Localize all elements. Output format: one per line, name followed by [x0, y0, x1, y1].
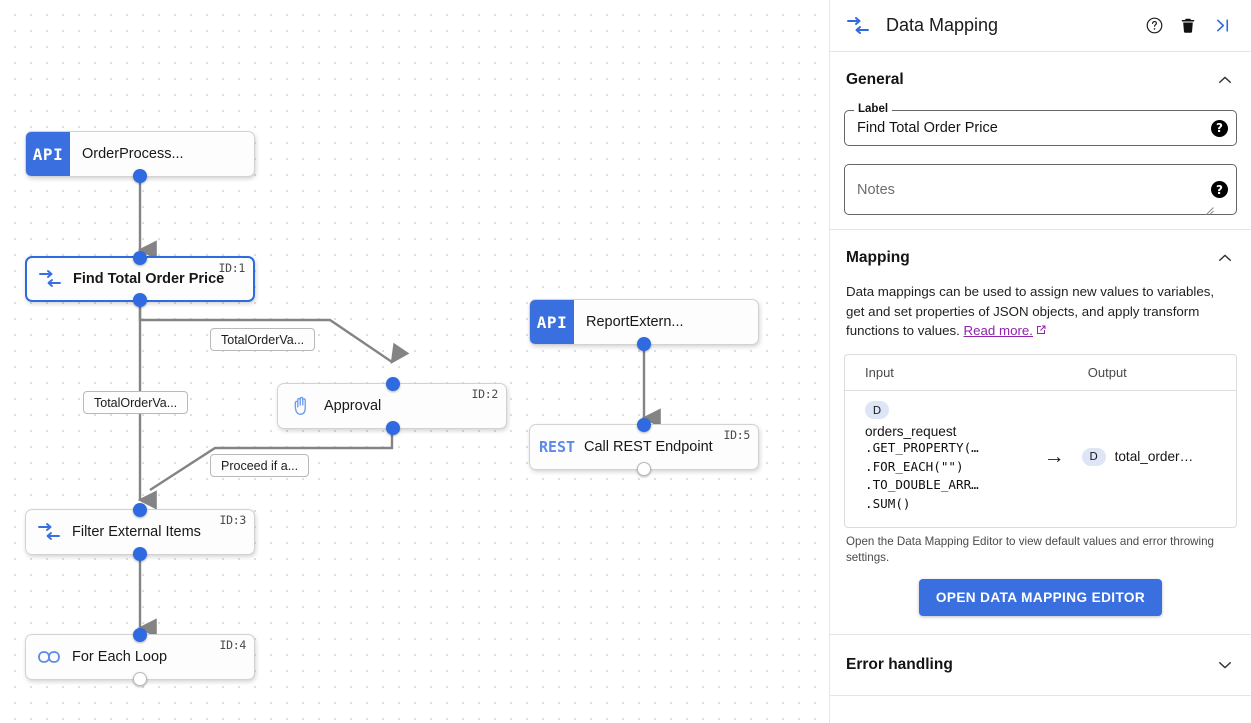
chevron-up-icon[interactable] — [1215, 70, 1235, 90]
node-title: Call REST Endpoint — [584, 439, 713, 455]
node-for-each-loop[interactable]: For Each Loop ID:4 — [25, 628, 255, 686]
node-id-label: ID:1 — [218, 261, 246, 275]
column-header-input: Input — [865, 364, 894, 380]
node-port-top[interactable] — [133, 251, 147, 265]
input-function: .GET_PROPERTY(… — [865, 440, 979, 456]
read-more-link[interactable]: Read more. — [963, 323, 1034, 339]
node-title: Approval — [324, 398, 382, 414]
node-find-total-order-price[interactable]: Find Total Order Price ID:1 — [25, 251, 255, 307]
node-title: OrderProcess... — [82, 146, 184, 162]
input-function: .FOR_EACH("") — [865, 458, 964, 474]
node-order-process[interactable]: API OrderProcess... — [25, 131, 255, 183]
node-port-top[interactable] — [386, 377, 400, 391]
node-port-bottom[interactable] — [637, 337, 651, 351]
data-mapping-icon — [26, 523, 72, 541]
node-title: For Each Loop — [72, 649, 168, 665]
node-port-top[interactable] — [637, 418, 651, 432]
node-id-label: ID:3 — [219, 513, 247, 527]
variable-type-badge: D — [1081, 447, 1106, 466]
label-field-value: Find Total Order Price — [857, 120, 998, 136]
input-function: .TO_DOUBLE_ARR… — [865, 477, 979, 493]
external-link-icon[interactable] — [1035, 322, 1047, 342]
mapping-description-text: Data mappings can be used to assign new … — [846, 284, 1215, 339]
node-report-external[interactable]: API ReportExtern... — [529, 299, 759, 351]
section-error-handling: Error handling — [830, 635, 1251, 697]
open-data-mapping-editor-button[interactable]: OPEN DATA MAPPING EDITOR — [918, 579, 1163, 617]
node-title: ReportExtern... — [586, 314, 684, 330]
panel-body: General Label Find Total Order Price ? N… — [830, 52, 1251, 723]
section-general: General Label Find Total Order Price ? N… — [830, 52, 1251, 230]
mapping-hint: Open the Data Mapping Editor to view def… — [846, 535, 1214, 564]
api-badge-icon: API — [26, 132, 70, 176]
section-title: Mapping — [846, 249, 910, 266]
node-port-bottom[interactable] — [133, 169, 147, 183]
chevron-down-icon[interactable] — [1215, 655, 1235, 675]
label-field-legend: Label — [854, 103, 893, 115]
label-field[interactable]: Label Find Total Order Price ? — [844, 103, 1237, 146]
panel-header: Data Mapping — [830, 0, 1251, 52]
mapping-table-header: Input Output — [845, 355, 1236, 391]
edge-label[interactable]: Proceed if a... — [210, 454, 310, 477]
help-icon[interactable]: ? — [1211, 181, 1228, 198]
mapping-description: Data mappings can be used to assign new … — [844, 280, 1237, 354]
node-id-label: ID:4 — [219, 638, 247, 652]
column-header-output: Output — [1087, 364, 1127, 380]
chevron-up-icon[interactable] — [1215, 248, 1235, 268]
variable-type-badge: D — [865, 401, 889, 420]
api-badge-icon: API — [530, 300, 574, 344]
help-icon[interactable]: ? — [1211, 119, 1228, 137]
data-mapping-icon — [846, 16, 872, 35]
node-id-label: ID:2 — [471, 387, 499, 401]
section-title: Error handling — [846, 656, 953, 674]
edge-label[interactable]: TotalOrderVa... — [83, 391, 189, 414]
trash-icon[interactable] — [1173, 11, 1203, 41]
node-id-label: ID:5 — [723, 428, 751, 442]
mapping-output-cell: D total_order… — [1080, 401, 1236, 514]
mapping-table: Input Output D orders_request .GET_PROPE… — [844, 353, 1237, 529]
notes-placeholder: Notes — [857, 181, 895, 198]
table-row[interactable]: D orders_request .GET_PROPERTY(… .FOR_EA… — [845, 391, 1236, 528]
section-error-handling-header[interactable]: Error handling — [844, 635, 1237, 695]
node-approval[interactable]: Approval ID:2 — [277, 377, 507, 435]
node-port-top[interactable] — [133, 503, 147, 517]
node-title: Find Total Order Price — [73, 271, 225, 287]
node-title: Filter External Items — [72, 524, 201, 540]
edge-layer — [137, 176, 661, 638]
section-mapping: Mapping Data mappings can be used to ass… — [830, 230, 1251, 636]
node-port-bottom[interactable] — [386, 421, 400, 435]
workflow-canvas[interactable]: API OrderProcess... Find Total Order Pri… — [0, 0, 830, 723]
section-mapping-header[interactable]: Mapping — [844, 230, 1237, 280]
notes-field[interactable]: Notes ? — [844, 164, 1237, 215]
mapping-input-cell: D orders_request .GET_PROPERTY(… .FOR_EA… — [845, 401, 1029, 514]
section-general-header[interactable]: General — [844, 52, 1237, 102]
output-variable-name: total_order… — [1114, 449, 1194, 465]
rest-badge-icon: REST — [538, 438, 576, 456]
node-filter-external-items[interactable]: Filter External Items ID:3 — [25, 503, 255, 561]
mapping-arrow-icon: → — [1043, 444, 1065, 468]
node-call-rest-endpoint[interactable]: REST Call REST Endpoint ID:5 — [529, 418, 759, 476]
input-function: .SUM() — [865, 495, 911, 511]
node-port-bottom[interactable] — [133, 672, 147, 686]
node-port-bottom[interactable] — [133, 293, 147, 307]
section-title: General — [846, 71, 904, 88]
data-mapping-icon — [27, 270, 73, 288]
properties-panel: Data Mapping — [830, 0, 1251, 723]
resize-handle[interactable] — [1205, 202, 1214, 215]
loop-infinity-icon — [26, 649, 72, 665]
help-circle-icon[interactable] — [1139, 11, 1169, 41]
panel-title: Data Mapping — [886, 15, 999, 35]
edge-label[interactable]: TotalOrderVa... — [210, 328, 316, 351]
input-variable-name: orders_request — [865, 424, 957, 440]
node-port-bottom[interactable] — [637, 462, 651, 476]
node-port-top[interactable] — [133, 628, 147, 642]
collapse-panel-icon[interactable] — [1207, 11, 1237, 41]
hand-approval-icon — [278, 395, 324, 417]
node-port-bottom[interactable] — [133, 547, 147, 561]
